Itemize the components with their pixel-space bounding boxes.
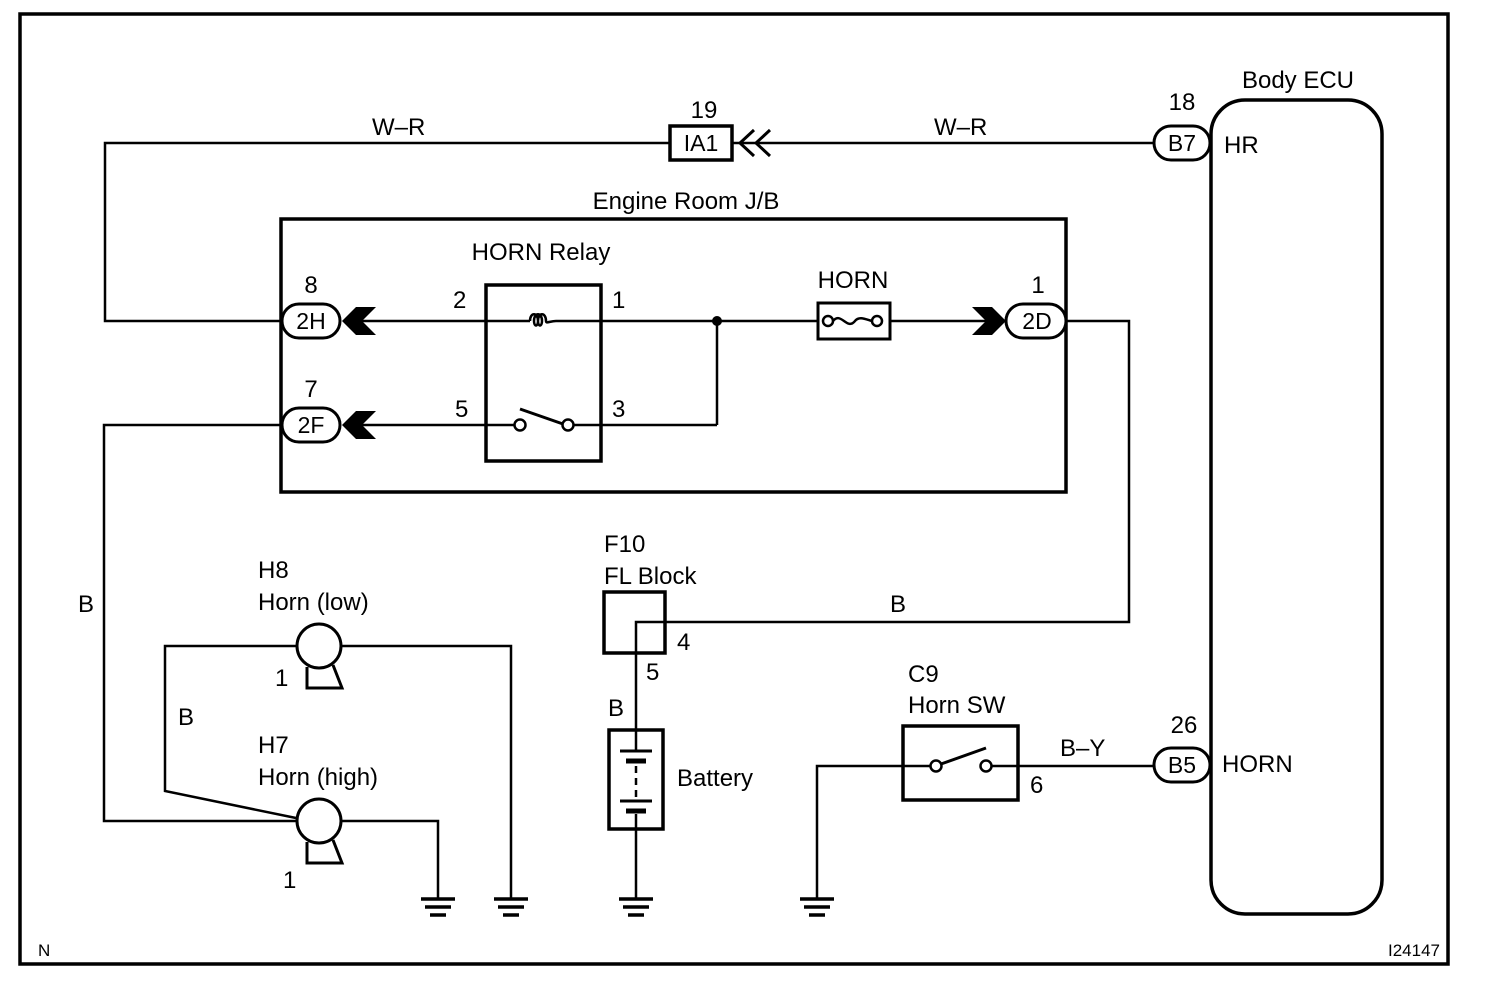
engine-room-jb: [279, 217, 1068, 494]
corner-label: N: [38, 941, 50, 960]
wire-color-fl-2d: B: [890, 591, 906, 618]
wire-color-top-right: W–R: [934, 114, 987, 141]
fl-block-pin-5: 5: [646, 659, 659, 686]
ground-icon: [421, 897, 455, 917]
connector-2f-pin: 7: [304, 376, 317, 403]
wire-color-horn-sw: B–Y: [1060, 735, 1105, 762]
horn-relay: [484, 283, 603, 463]
connector-ia1: IA1 19: [668, 97, 772, 162]
connector-2h-pin: 8: [304, 272, 317, 299]
relay-switch-icon: [513, 407, 575, 432]
body-ecu-title: Body ECU: [1242, 67, 1354, 94]
wire-color-battery: B: [608, 695, 624, 722]
wire-color-left: B: [78, 591, 94, 618]
male-terminal-arrow-icon: [342, 307, 376, 335]
ecu-terminal-hr: HR: [1224, 132, 1259, 159]
fl-block-pin-4: 4: [677, 629, 690, 656]
connector-2f: 2F 7: [280, 376, 376, 444]
horn-speaker-icon: [305, 839, 345, 865]
connector-2h: 2H 8: [280, 272, 376, 340]
wire-color-horn-link: B: [178, 704, 194, 731]
horn-switch-pin: 6: [1030, 772, 1043, 799]
relay-pin-2: 2: [453, 287, 466, 314]
horn-low-pin: 1: [275, 665, 288, 692]
switch-contact-icon: [929, 759, 943, 773]
connector-ia1-code: IA1: [684, 130, 719, 156]
horn-high-code: H7: [258, 732, 289, 759]
ecu-terminal-horn: HORN: [1222, 751, 1293, 778]
horn-low: [295, 622, 345, 690]
fl-block-code: F10: [604, 531, 645, 558]
switch-lever-icon: [940, 746, 987, 766]
ground-icon: [800, 897, 834, 917]
connector-b5: B5 26: [1152, 712, 1212, 784]
ground-icon: [619, 897, 653, 917]
horn-relay-title: HORN Relay: [472, 239, 611, 266]
horn-low-name: Horn (low): [258, 589, 369, 616]
relay-pin-1: 1: [612, 287, 625, 314]
engine-room-jb-title: Engine Room J/B: [593, 188, 780, 215]
connector-2d-pin: 1: [1031, 272, 1044, 299]
horn-switch-code: C9: [908, 661, 939, 688]
figure-id: I24147: [1388, 941, 1440, 960]
connector-b7-code: B7: [1168, 130, 1196, 156]
connector-b5-pin: 26: [1171, 712, 1198, 739]
diagram-frame: [18, 12, 1450, 966]
fl-block: [602, 590, 667, 655]
body-ecu: [1209, 98, 1384, 916]
wire-b-left: [102, 423, 296, 823]
relay-pin-5: 5: [455, 396, 468, 423]
battery: [607, 728, 665, 831]
battery-label: Battery: [677, 765, 753, 792]
connector-ia1-pin: 19: [691, 97, 718, 124]
fuse-icon: [832, 316, 873, 326]
chevron-arrow-icon: [753, 128, 772, 158]
horn-switch-name: Horn SW: [908, 692, 1006, 719]
male-terminal-arrow-icon: [342, 411, 376, 439]
horn-high-name: Horn (high): [258, 764, 378, 791]
horn-speaker-icon: [305, 664, 345, 690]
connector-2f-code: 2F: [298, 412, 325, 438]
horn-switch: [901, 724, 1020, 802]
connector-b7-pin: 18: [1169, 89, 1196, 116]
wire-w-r-top: [103, 141, 1154, 323]
horn-high-pin: 1: [283, 867, 296, 894]
horn-low-code: H8: [258, 557, 289, 584]
wire-color-top-left: W–R: [372, 114, 425, 141]
connector-b7: B7 18: [1152, 89, 1212, 162]
wire-b-horn-link: [163, 644, 297, 820]
connector-2d-code: 2D: [1022, 308, 1051, 334]
connector-b5-code: B5: [1168, 752, 1196, 778]
switch-contact-icon: [979, 759, 993, 773]
relay-pin-3: 3: [612, 396, 625, 423]
wire-b-2d-fl: [634, 319, 1131, 652]
relay-coil-icon: [528, 313, 557, 327]
fl-block-name: FL Block: [604, 563, 697, 590]
chevron-arrow-icon: [737, 128, 756, 158]
horn-high: [295, 797, 345, 865]
ground-icon: [494, 897, 528, 917]
battery-cell-icon: [620, 749, 652, 814]
horn-fuse: [816, 301, 892, 341]
horn-fuse-label: HORN: [818, 267, 889, 294]
male-terminal-arrow-icon: [972, 307, 1006, 335]
connector-2d: 2D 1: [972, 272, 1068, 340]
connector-2h-code: 2H: [296, 308, 325, 334]
